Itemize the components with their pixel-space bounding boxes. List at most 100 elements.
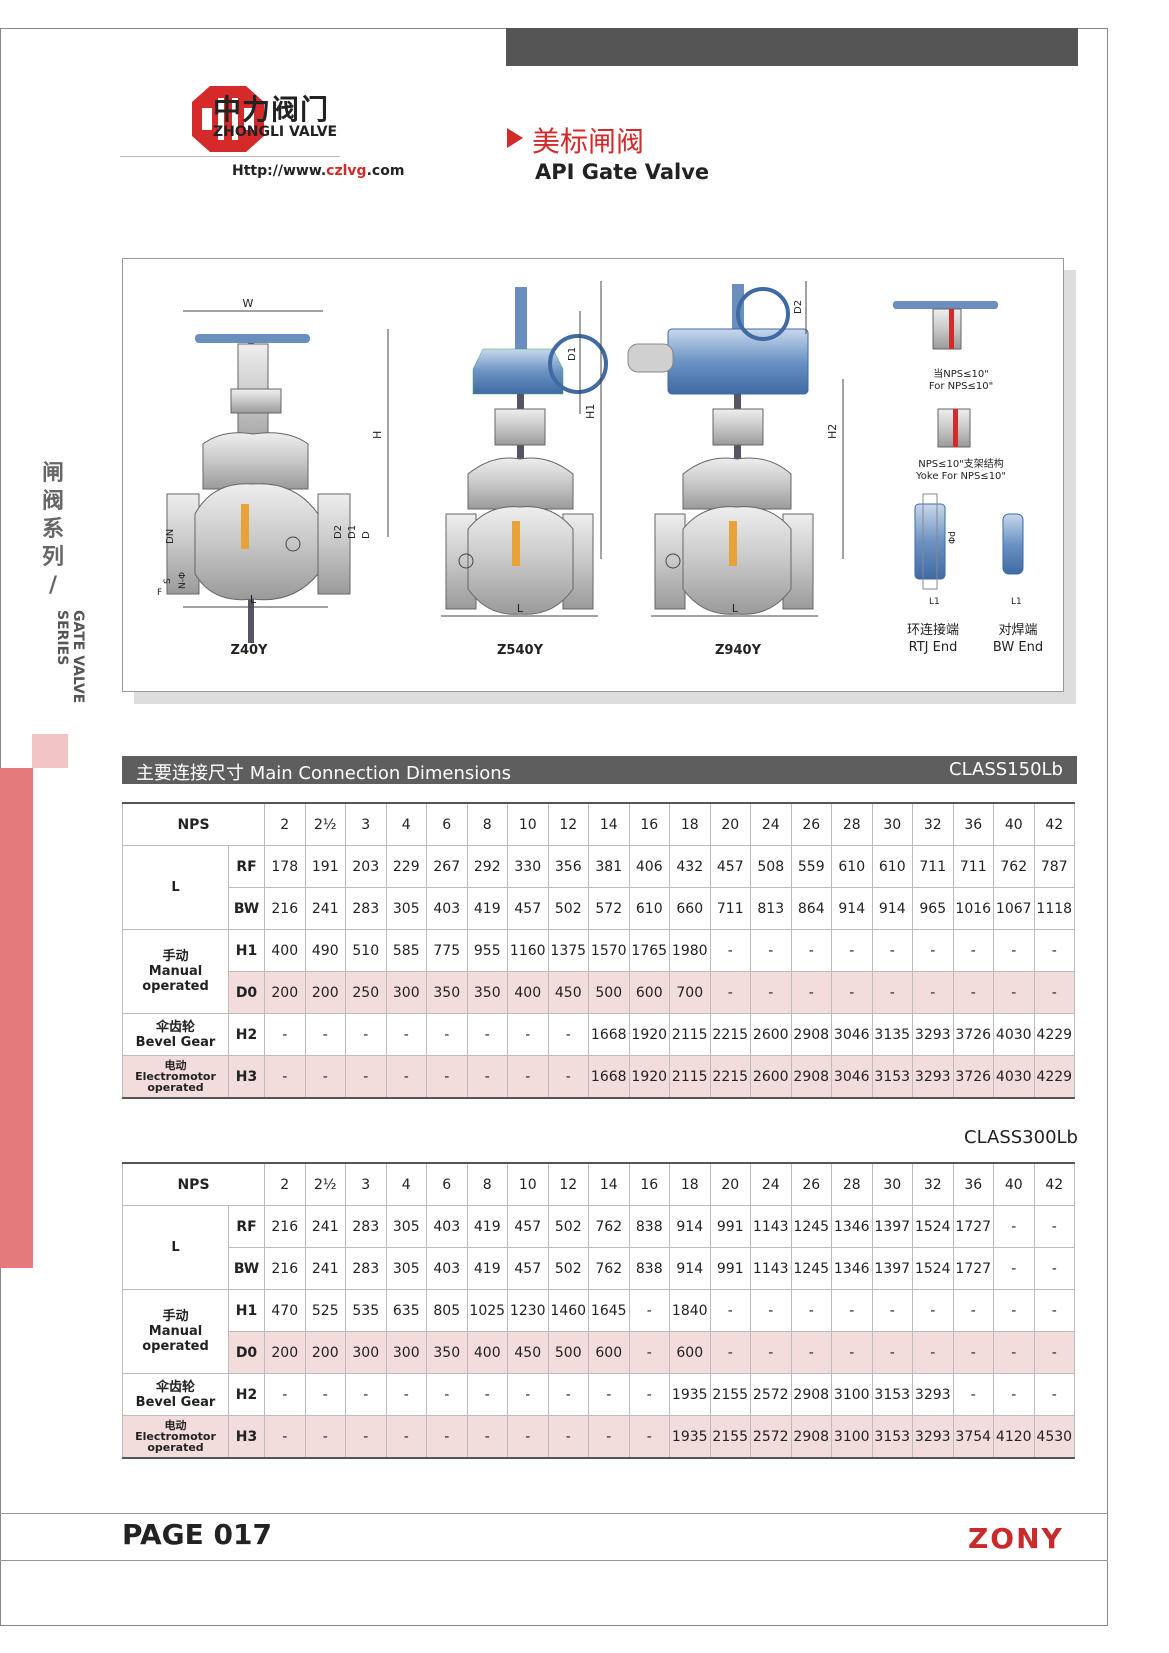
value-cell: 2908: [790, 1055, 832, 1099]
value-cell: 2600: [750, 1013, 792, 1056]
nps-header-cell: 18: [669, 802, 711, 846]
value-cell: -: [385, 1013, 427, 1056]
value-cell: -: [912, 971, 954, 1014]
value-cell: 991: [709, 1205, 751, 1248]
nps-header-cell: 36: [952, 1162, 994, 1206]
value-cell: 450: [507, 1331, 549, 1374]
nps-header-cell: 40: [993, 802, 1035, 846]
value-cell: 3293: [912, 1055, 954, 1099]
svg-text:H2: H2: [826, 424, 839, 439]
value-cell: 305: [385, 887, 427, 930]
value-cell: 711: [912, 845, 954, 888]
value-cell: 1346: [831, 1247, 873, 1290]
value-cell: 2155: [709, 1415, 751, 1459]
svg-text:L1: L1: [929, 597, 940, 607]
value-cell: 775: [426, 929, 468, 972]
value-cell: -: [790, 971, 832, 1014]
value-cell: -: [628, 1331, 670, 1374]
value-cell: 229: [385, 845, 427, 888]
value-cell: 203: [345, 845, 387, 888]
value-cell: 419: [466, 1205, 508, 1248]
website-url[interactable]: Http://www.czlvg.com: [232, 163, 405, 179]
value-cell: 600: [669, 1331, 711, 1374]
logo-divider: [120, 156, 340, 157]
value-cell: 991: [709, 1247, 751, 1290]
row-key-label: D0: [228, 971, 265, 1014]
value-cell: 457: [709, 845, 751, 888]
value-cell: 381: [588, 845, 630, 888]
value-cell: 241: [304, 887, 346, 930]
value-cell: 419: [466, 887, 508, 930]
value-cell: 419: [466, 1247, 508, 1290]
row-key-label: RF: [228, 1205, 265, 1248]
value-cell: 2908: [790, 1415, 832, 1459]
value-cell: 1016: [952, 887, 994, 930]
value-cell: -: [790, 929, 832, 972]
sidebar-title-cn: 闸阀系列/: [41, 461, 64, 598]
value-cell: 200: [264, 971, 306, 1014]
value-cell: 3726: [952, 1013, 994, 1056]
z940y-drawing: D2 H2 L Z940Y: [627, 281, 844, 658]
value-cell: 610: [871, 845, 913, 888]
section-header: 主要连接尺寸 Main Connection Dimensions CLASS1…: [122, 756, 1077, 784]
value-cell: 178: [264, 845, 306, 888]
value-cell: 350: [466, 971, 508, 1014]
value-cell: -: [912, 1289, 954, 1332]
value-cell: 350: [426, 1331, 468, 1374]
page-title-cn: 美标闸阀: [532, 125, 645, 158]
nps-header-cell: 16: [628, 802, 670, 846]
nps-header-cell: 28: [831, 1162, 873, 1206]
nps-header-cell: 12: [547, 802, 589, 846]
row-key-label: D0: [228, 1331, 265, 1374]
value-cell: -: [547, 1373, 589, 1416]
value-cell: 838: [628, 1247, 670, 1290]
value-cell: -: [547, 1415, 589, 1459]
value-cell: 711: [709, 887, 751, 930]
value-cell: 1920: [628, 1013, 670, 1056]
value-cell: 787: [1033, 845, 1075, 888]
value-cell: -: [1033, 1373, 1075, 1416]
value-cell: -: [1033, 971, 1075, 1014]
value-cell: -: [831, 971, 873, 1014]
value-cell: 457: [507, 887, 549, 930]
value-cell: 330: [507, 845, 549, 888]
value-cell: 1935: [669, 1373, 711, 1416]
nps-header-cell: 24: [750, 1162, 792, 1206]
value-cell: 1460: [547, 1289, 589, 1332]
value-cell: 502: [547, 1247, 589, 1290]
nps-header-cell: 6: [426, 1162, 468, 1206]
brand-cn: 中力阀门: [213, 93, 330, 126]
z540y-drawing: H1 D1 L Z540Y: [441, 281, 608, 658]
value-cell: 1397: [871, 1205, 913, 1248]
value-cell: 3293: [912, 1373, 954, 1416]
value-cell: 300: [385, 1331, 427, 1374]
value-cell: 2908: [790, 1373, 832, 1416]
value-cell: -: [547, 1055, 589, 1099]
value-cell: -: [426, 1373, 468, 1416]
value-cell: 1230: [507, 1289, 549, 1332]
svg-text:DN: DN: [165, 529, 176, 544]
value-cell: 914: [871, 887, 913, 930]
value-cell: -: [993, 1205, 1035, 1248]
value-cell: -: [871, 929, 913, 972]
value-cell: -: [871, 1331, 913, 1374]
value-cell: 500: [547, 1331, 589, 1374]
value-cell: 955: [466, 929, 508, 972]
nps-header-cell: 4: [385, 802, 427, 846]
row-key-label: H3: [228, 1055, 265, 1099]
value-cell: -: [304, 1373, 346, 1416]
svg-text:L: L: [517, 602, 524, 615]
footer-line-bottom: [0, 1560, 1108, 1561]
value-cell: 200: [304, 971, 346, 1014]
svg-text:For NPS≤10": For NPS≤10": [929, 381, 993, 392]
value-cell: -: [466, 1415, 508, 1459]
row-key-label: H2: [228, 1373, 265, 1416]
value-cell: -: [831, 1289, 873, 1332]
